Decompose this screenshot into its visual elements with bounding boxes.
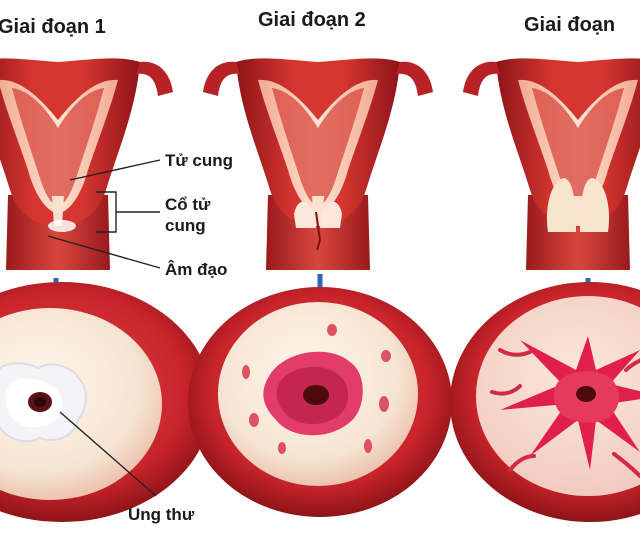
cervix-view-stage-2 bbox=[188, 287, 452, 517]
cervix-view-stage-3 bbox=[450, 282, 640, 522]
stage-2-title: Giai đoạn 2 bbox=[258, 9, 366, 31]
uterus-stage-1 bbox=[0, 58, 173, 270]
label-uterus: Tử cung bbox=[165, 151, 233, 170]
cervix-view-stage-1 bbox=[0, 282, 212, 522]
label-cervix-line2: cung bbox=[165, 216, 206, 235]
annotation-vagina: Âm đạo bbox=[47, 235, 227, 279]
uterus-stage-2 bbox=[203, 58, 433, 270]
uterus-stage-3 bbox=[463, 58, 640, 270]
cervical-os bbox=[576, 386, 596, 402]
stage-1-title: Giai đoạn 1 bbox=[0, 16, 106, 38]
label-vagina: Âm đạo bbox=[165, 260, 227, 279]
annotation-cancer: Ung thư bbox=[59, 411, 195, 524]
stage-3-title: Giai đoạn bbox=[524, 14, 615, 36]
label-cancer: Ung thư bbox=[128, 505, 195, 524]
cervical-os bbox=[303, 385, 329, 405]
annotation-cervix: Cổ tử cung bbox=[96, 191, 211, 235]
label-cervix-line1: Cổ tử bbox=[165, 195, 211, 214]
annotation-uterus: Tử cung bbox=[69, 151, 233, 181]
